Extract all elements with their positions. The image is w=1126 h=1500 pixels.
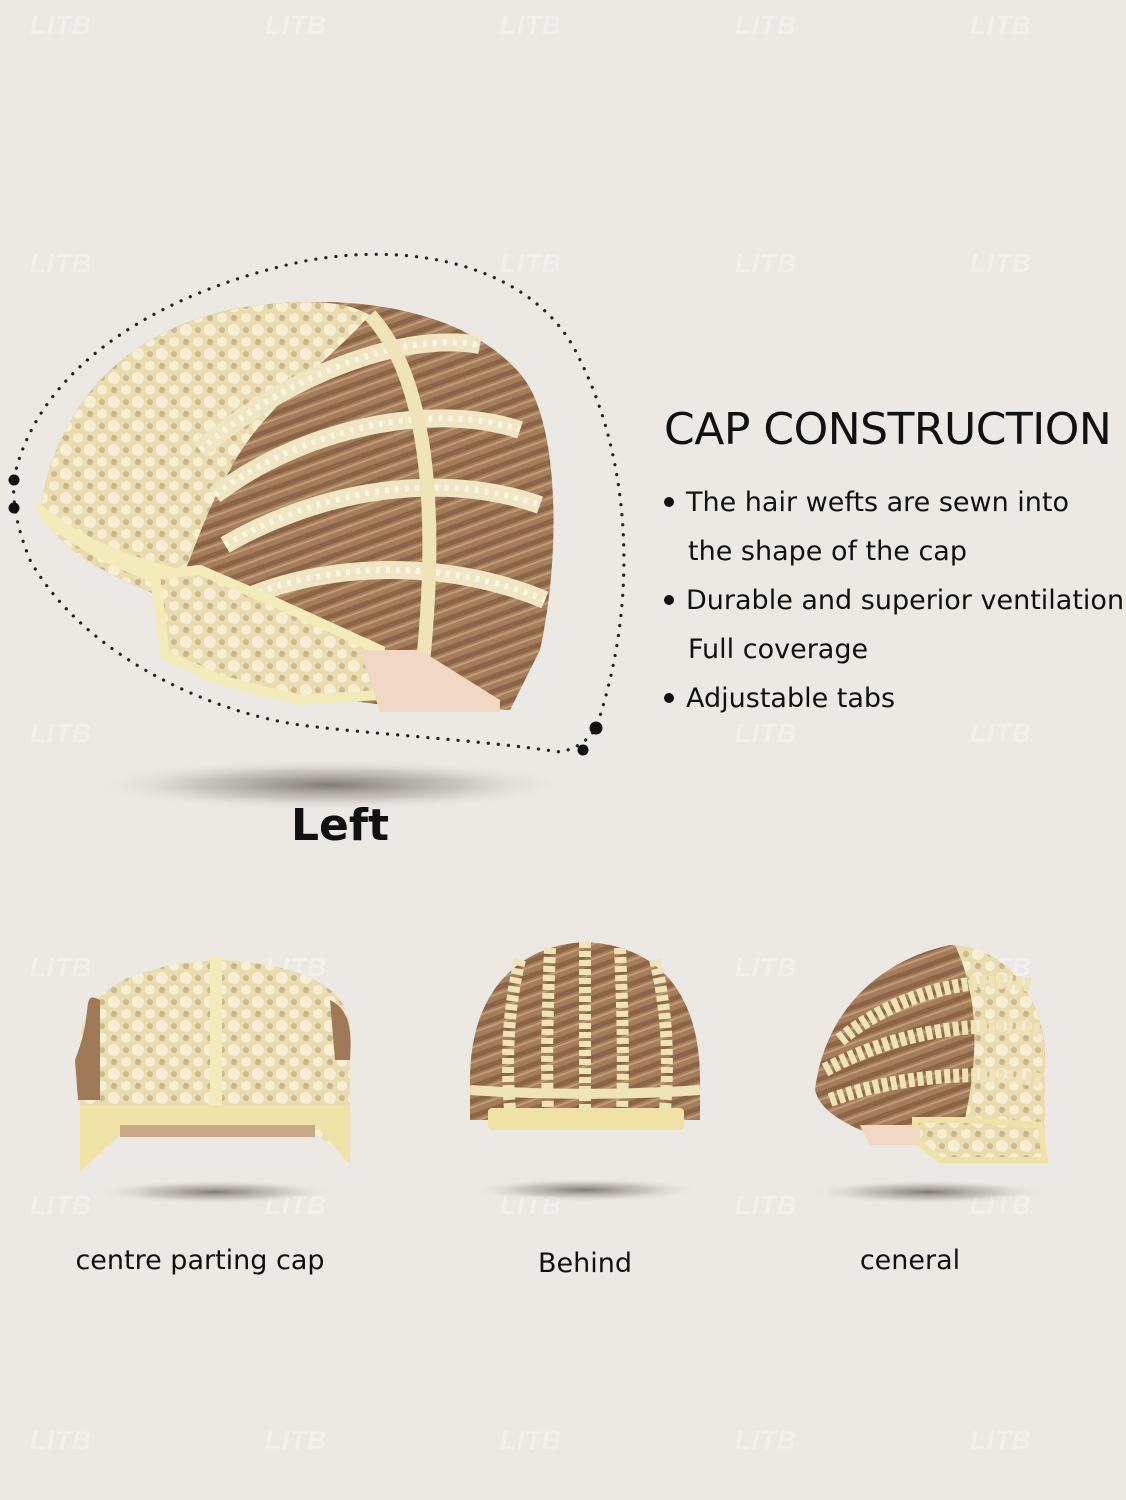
watermark-text: LITB: [265, 1425, 327, 1455]
watermark-text: LITB: [30, 1190, 92, 1220]
watermark-text: LITB: [735, 952, 797, 982]
watermark-text: LITB: [500, 248, 562, 278]
main-cap: [36, 301, 554, 712]
watermark-text: LITB: [970, 718, 1032, 748]
feature-text: the shape of the cap: [688, 536, 967, 567]
bullet-icon: [664, 594, 674, 605]
front-cap-shadow: [95, 1180, 335, 1204]
watermark-text: LITB: [30, 718, 92, 748]
view-label-back: Behind: [538, 1248, 632, 1279]
watermark-text: LITB: [30, 248, 92, 278]
feature-text: The hair wefts are sewn into: [686, 487, 1070, 518]
feature-item-continuation: Full coverage: [664, 625, 1114, 674]
section-title: CAP CONSTRUCTION: [664, 404, 1112, 455]
feature-item: Durable and superior ventilation: [664, 576, 1124, 625]
feature-item: Adjustable tabs: [664, 674, 1114, 723]
watermark-text: LITB: [970, 1425, 1032, 1455]
side-cap-shadow: [808, 1180, 1048, 1204]
bullet-icon: [664, 692, 674, 703]
main-cap-shadow: [90, 759, 570, 811]
watermark-text: LITB: [500, 10, 562, 40]
feature-text: Full coverage: [688, 634, 869, 665]
bullet-icon: [664, 496, 674, 507]
watermark-text: LITB: [30, 952, 92, 982]
watermark-text: LITB: [735, 1425, 797, 1455]
back-cap: [469, 942, 701, 1130]
back-cap-shadow: [470, 1178, 700, 1202]
feature-item-continuation: the shape of the cap: [664, 527, 1114, 576]
watermark-text: LITB: [735, 248, 797, 278]
feature-text: Adjustable tabs: [686, 683, 896, 714]
watermark-text: LITB: [970, 248, 1032, 278]
side-cap: [815, 945, 1049, 1163]
feature-item: The hair wefts are sewn into: [664, 478, 1114, 527]
feature-text: Durable and superior ventilation: [686, 585, 1125, 616]
watermark-text: LITB: [30, 1425, 92, 1455]
feature-list: The hair wefts are sewn into the shape o…: [664, 478, 1124, 723]
view-label-left: Left: [290, 800, 390, 851]
watermark-text: LITB: [735, 1190, 797, 1220]
watermark-text: LITB: [30, 10, 92, 40]
watermark-text: LITB: [265, 10, 327, 40]
watermark-text: LITB: [500, 1425, 562, 1455]
view-label-front: centre parting cap: [75, 1245, 325, 1276]
front-cap: [75, 955, 351, 1172]
watermark-text: LITB: [735, 10, 797, 40]
watermark-text: LITB: [735, 718, 797, 748]
watermark-text: LITB: [970, 10, 1032, 40]
view-label-side: ceneral: [859, 1245, 961, 1276]
dotted-outline: [12, 252, 626, 754]
